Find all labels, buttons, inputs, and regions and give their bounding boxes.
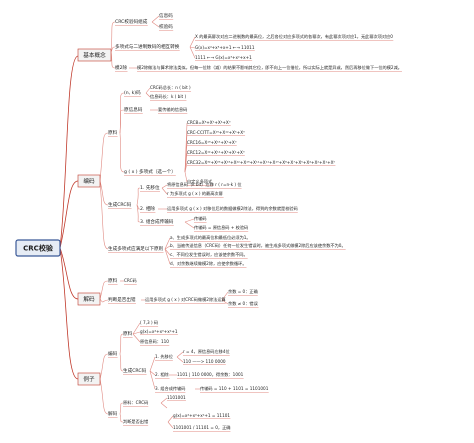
node-crc16[interactable]: CRC16=X¹⁶+X¹⁵+X⁵+X⁰ (187, 140, 237, 145)
node-ex-d-raw[interactable]: 原料：CRC码 (123, 399, 148, 406)
node-mod2-note[interactable]: 模2除做法与算术除法类似，但每一位除（减）的结果不影响其它位，即不向上一位借位，… (137, 64, 402, 71)
branch-example[interactable]: 例子 (83, 375, 95, 383)
node-crc-components[interactable]: CRC校验码组成 (115, 18, 148, 25)
node-crc32[interactable]: CRC32=X³²+X²⁶+X²³+X²²+X¹⁶+X¹²+X¹¹+X¹⁰+X⁸… (187, 160, 335, 165)
branch-encode-box (77, 174, 101, 188)
node-step1-a[interactable]: 将原信息码（k bit）左移 r ( r=n-k ) 位 (167, 181, 242, 188)
node-ex-s3-a[interactable]: 传输码 = 110 + 1101 = 1101001 (200, 385, 269, 392)
node-ex-s2-a[interactable]: 1101 | 110 0000，得余数：1001 (177, 371, 244, 378)
node-step3-a[interactable]: 传输码 (194, 215, 207, 222)
node-poly-note[interactable]: X 的最高幂次对应二进制数的最高位，之后各位对应多项式的各幂次，有此幂次项对应1… (195, 33, 393, 40)
example-subtree: 编码 原料 ( 7,3 ) 码 g(x)=x⁴+x³+x²+1 原信息码：110… (108, 319, 269, 431)
node-ex-dec[interactable]: 解码 (108, 410, 118, 417)
node-crc-ccitt[interactable]: CRC-CCITT=X¹⁶+X¹²+X⁵+X⁰ (187, 130, 245, 135)
node-crc8[interactable]: CRC8=X⁸+X⁵+X⁴+X⁰ (187, 120, 231, 125)
node-dec-judge-note[interactable]: 运用多项式 g ( x ) 对CRC码做模2除法运算 (145, 296, 226, 303)
node-enc-info[interactable]: 原信息码 (124, 106, 143, 113)
node-ex-s1[interactable]: 1. 先移位 (155, 353, 173, 360)
node-k-len[interactable]: 信息码长：k ( bit ) (150, 93, 186, 100)
node-poly-example-1[interactable]: G(x)=x⁴+x³+x+1 ←→ 11011 (195, 45, 255, 50)
node-ex-enc[interactable]: 编码 (108, 350, 118, 357)
basic-subtree: CRC校验码组成 信息码 校验码 多项式与二进制数码的相互转换 X 的最高幂次对… (115, 12, 402, 71)
node-ex-d-raw-val[interactable]: 1101001 (167, 395, 186, 400)
branch-basic[interactable]: 基本概念 (83, 51, 106, 59)
node-rules[interactable]: 生成多项式应满足以下原则 (108, 245, 164, 252)
connectors (59, 55, 79, 380)
node-enc-gen[interactable]: 生成CRC码 (108, 201, 132, 208)
node-dec-raw-note[interactable]: CRC码 (124, 277, 137, 284)
node-check-code[interactable]: 校验码 (159, 23, 173, 30)
encode-subtree: 原料 (n, k)码 CRC码总长：n ( bit ) 信息码长：k ( bit… (108, 84, 346, 267)
node-ex-s3[interactable]: 3. 组合成传输码 (155, 385, 185, 392)
node-enc-info-note[interactable]: 要传输的信息码 (158, 106, 187, 113)
node-info-code[interactable]: 信息码 (159, 12, 173, 19)
connectors-level2 (99, 15, 229, 429)
node-gx[interactable]: g ( x ) 多项式（选一个） (124, 168, 176, 175)
node-n-k[interactable]: (n, k)码 (124, 89, 141, 96)
node-enc-raw[interactable]: 原料 (108, 129, 118, 136)
node-step1-b[interactable]: r 为多项式 g ( x ) 的最高次幂 (167, 190, 224, 197)
node-ex-d-j1[interactable]: g(x)=x⁴+x³+x²+1 = 11101 (173, 413, 230, 418)
node-ex-e3[interactable]: 原信息码：110 (140, 338, 169, 345)
root-node[interactable]: CRC校验 (23, 244, 54, 253)
branch-decode-box (77, 292, 101, 306)
node-rule-c[interactable]: c、不同位发生错误时，应该使余数不同。 (170, 251, 248, 258)
branch-example-box (77, 372, 101, 386)
node-step2[interactable]: 2. 相除 (140, 205, 155, 212)
node-mod2[interactable]: 模2除 (115, 64, 128, 71)
branch-encode[interactable]: 编码 (83, 177, 95, 185)
node-ex-d-j2[interactable]: 1101001 / 11101 = 0，正确 (173, 424, 230, 431)
node-crc12[interactable]: CRC12=X¹²+X¹¹+X³+X²+X⁰ (187, 150, 245, 155)
node-dec-raw[interactable]: 原料 (108, 277, 118, 284)
node-poly-relation[interactable]: 多项式与二进制数码的相互转换 (115, 43, 180, 50)
node-ex-s2[interactable]: 2. 相除 (155, 371, 170, 378)
node-ex-d-judge[interactable]: 判断是否出错 (123, 418, 148, 425)
node-dec-err[interactable]: 余数 ≠ 0：错误 (228, 300, 259, 307)
node-ex-gen[interactable]: 生成CRC码 (123, 367, 147, 374)
node-step3-b[interactable]: 传输码 = 原信息码 + 校验码 (194, 224, 248, 231)
node-rule-b[interactable]: b、当被传送信息（CRC码）任何一位发生错误时，被生成多项式做模2除后应该使余数… (170, 242, 346, 249)
node-dec-ok[interactable]: 余数 = 0：正确 (228, 288, 258, 295)
node-rule-a[interactable]: a、生成多项式的最高位和最低位必须为1。 (170, 234, 251, 241)
node-step1[interactable]: 1. 先移位 (140, 184, 160, 191)
node-ex-s1-b[interactable]: 110 ——> 110 0000 (183, 359, 226, 364)
root-node-box[interactable] (15, 239, 61, 257)
node-ex-e2[interactable]: g(x)=x⁴+x³+x²+1 (140, 329, 178, 334)
node-ex-raw[interactable]: 原料 (123, 330, 133, 337)
decode-subtree: 原料 CRC码 判断是否出错 运用多项式 g ( x ) 对CRC码做模2除法运… (108, 277, 259, 307)
node-step2-note[interactable]: 运用多项式 g ( x ) 对移位后的数据做模2除法，得到的余数就是校验码 (167, 205, 298, 212)
node-rule-d[interactable]: d、对余数继续做模2除，应使余数循环。 (170, 260, 247, 267)
node-n-k-len[interactable]: CRC码总长：n ( bit ) (150, 84, 191, 91)
node-ex-s1-a[interactable]: r = 4，原信息码左移4位 (183, 348, 230, 355)
branch-basic-box (77, 48, 112, 62)
node-dec-judge[interactable]: 判断是否出错 (108, 296, 136, 303)
node-step3[interactable]: 3. 组合成传输码 (140, 218, 174, 225)
branch-decode[interactable]: 解码 (83, 295, 95, 303)
node-poly-example-2[interactable]: 1111 ←→ G(x)=x³+x²+x+1 (195, 55, 252, 60)
node-gx-custom[interactable]: 自定义多项式 (187, 178, 213, 185)
node-ex-e1[interactable]: ( 7,3 ) 码 (140, 319, 158, 326)
